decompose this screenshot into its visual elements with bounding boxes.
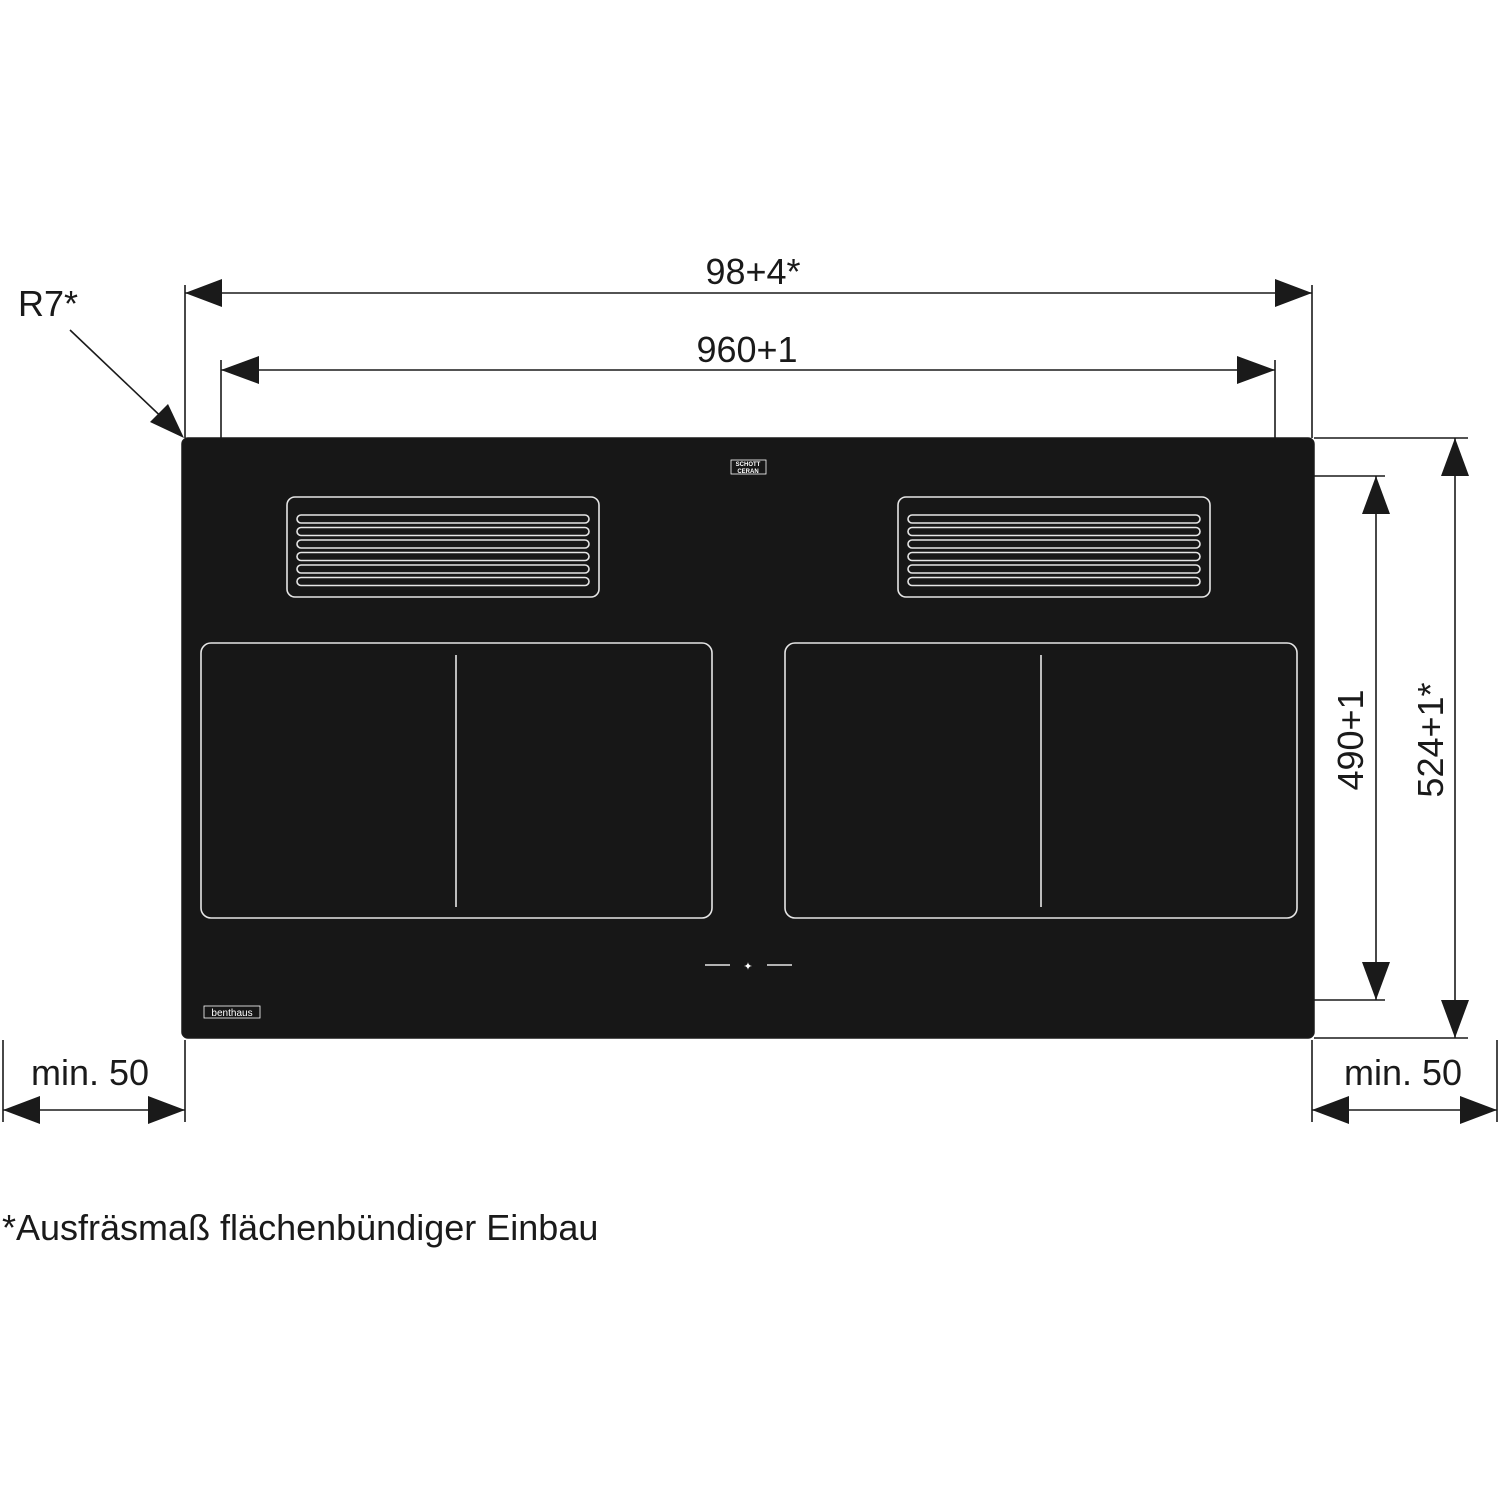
right-clearance-dimension: min. 50 <box>1311 1040 1498 1124</box>
inner-height-dimension: 490+1 <box>1314 475 1390 1001</box>
inner-height-label: 490+1 <box>1330 689 1371 790</box>
vent-slat <box>907 539 1201 549</box>
vent-slat <box>907 576 1201 587</box>
svg-text:SCHOTT: SCHOTT <box>736 462 761 468</box>
vent-slat <box>296 539 590 549</box>
vent-slat <box>907 564 1201 574</box>
right-cooking-zone <box>784 642 1298 919</box>
vent-slat <box>296 526 590 537</box>
vent-slat <box>296 564 590 574</box>
vent-slat <box>907 551 1201 562</box>
inner-width-label: 960+1 <box>696 329 797 370</box>
right-clearance-label: min. 50 <box>1344 1052 1462 1093</box>
svg-text:benthaus: benthaus <box>211 1008 252 1019</box>
inner-width-dimension: 960+1 <box>220 329 1276 438</box>
vent-slat <box>907 514 1201 524</box>
outer-height-label: 524+1* <box>1410 682 1451 797</box>
right-extractor-vent <box>897 496 1211 598</box>
benthaus-logo: benthaus <box>203 1005 261 1019</box>
outer-width-label: 98+4* <box>705 251 800 292</box>
vent-slat <box>296 576 590 587</box>
cooktop-glass-panel <box>181 437 1315 1039</box>
touch-control-slider: ✦ <box>705 960 792 973</box>
left-cooking-zone <box>200 642 713 919</box>
left-clearance-label: min. 50 <box>31 1052 149 1093</box>
left-extractor-vent <box>286 496 600 598</box>
footnote: *Ausfräsmaß flächenbündiger Einbau <box>2 1207 598 1248</box>
power-symbol-icon: ✦ <box>743 960 752 973</box>
left-clearance-dimension: min. 50 <box>2 1040 186 1124</box>
corner-radius-callout: R7* <box>18 283 184 438</box>
vent-slat <box>296 551 590 562</box>
schott-ceran-logo: SCHOTT CERAN <box>730 459 767 475</box>
svg-text:CERAN: CERAN <box>737 469 758 475</box>
outer-height-dimension: 524+1* <box>1314 437 1469 1039</box>
corner-radius-label: R7* <box>18 283 78 324</box>
vent-slat <box>907 526 1201 537</box>
vent-slat <box>296 514 590 524</box>
outer-width-dimension: 98+4* <box>184 251 1313 438</box>
cooktop: SCHOTT CERAN ✦ <box>181 437 1315 1039</box>
